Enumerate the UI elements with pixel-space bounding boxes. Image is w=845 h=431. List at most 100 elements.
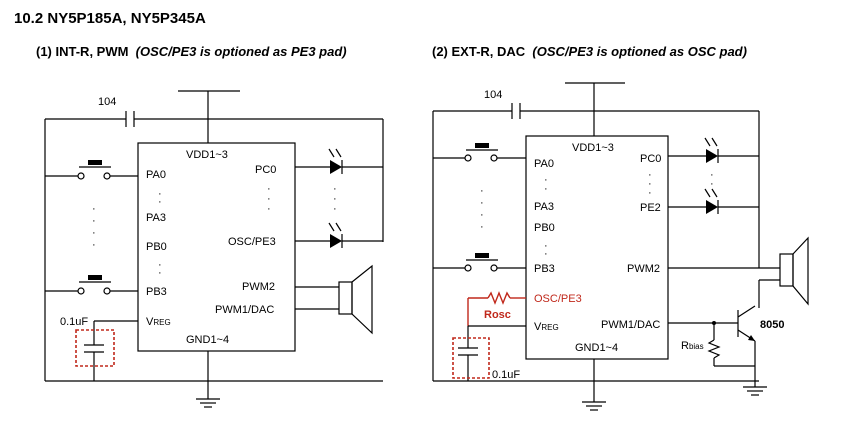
left-led-dots-b: ·	[333, 193, 337, 205]
right-led-dots-a: ·	[710, 169, 714, 181]
right-speaker-body	[779, 253, 794, 287]
right-pin-pwm2: PWM2	[627, 263, 660, 275]
right-cap-104-label: 104	[484, 89, 502, 101]
right-subtitle-main: (2) EXT-R, DAC	[432, 44, 526, 59]
right-pins-ellipsis-a: ·	[544, 174, 548, 186]
right-switch-dots-b: ·	[480, 197, 484, 209]
left-cap-vreg-highlight	[75, 329, 115, 367]
left-subtitle-main: (1) INT-R, PWM	[36, 44, 129, 59]
right-rbias-junction	[712, 321, 716, 325]
right-pin-vreg: VREG	[534, 321, 559, 333]
right-pins-ellipsis-e: ·	[648, 169, 652, 181]
left-pins-ellipsis-b: ·	[158, 196, 162, 208]
left-pin-pwm1-dac: PWM1/DAC	[215, 304, 274, 316]
left-pins-ellipsis-c: ·	[158, 259, 162, 271]
left-circuit: VDD1~3 GND1~4 PA0 PA3 PB0 PB3 VREG PC0 O…	[44, 90, 384, 408]
right-led1-rays	[704, 137, 718, 147]
right-pin-pc0: PC0	[640, 153, 661, 165]
right-pins-ellipsis-g: ·	[648, 187, 652, 199]
right-transistor-collector	[737, 305, 756, 318]
right-vdd-label: VDD1~3	[572, 142, 614, 154]
left-pin-osc-pe3: OSC/PE3	[228, 236, 276, 248]
right-pins-ellipsis-b: ·	[544, 183, 548, 195]
right-led2-triangle	[706, 200, 718, 214]
right-circuit: VDD1~3 GND1~4 PA0 PA3 PB0 PB3 OSC/PE3 VR…	[432, 82, 809, 411]
left-switch-pb3-cap	[88, 275, 102, 280]
left-led1-rays	[328, 148, 342, 158]
right-switch-pb3-cap	[475, 253, 489, 258]
left-speaker-body	[338, 281, 353, 315]
left-subtitle-note: (OSC/PE3 is optioned as PE3 pad)	[135, 44, 347, 59]
right-rosc-resistor	[487, 291, 511, 305]
right-switch-dots-d: ·	[480, 221, 484, 233]
left-subtitle: (1) INT-R, PWM (OSC/PE3 is optioned as P…	[36, 44, 347, 59]
right-led-dots-b: ·	[710, 178, 714, 190]
left-gnd-label: GND1~4	[186, 334, 229, 346]
left-pins-ellipsis-a: ·	[158, 188, 162, 200]
left-pin-pb3: PB3	[146, 286, 167, 298]
right-switch-pa0-node-b	[490, 154, 498, 162]
right-pins-ellipsis-c: ·	[544, 240, 548, 252]
right-pins-ellipsis-d: ·	[544, 248, 548, 260]
right-transistor-arrow	[748, 335, 755, 341]
left-switch-dots-b: ·	[92, 215, 96, 227]
left-pin-vreg: VREG	[146, 316, 171, 328]
left-switch-pa0-cap	[88, 160, 102, 165]
right-pin-pa0: PA0	[534, 158, 554, 170]
right-switch-dots-c: ·	[480, 209, 484, 221]
right-rbias-label: Rbias	[681, 340, 704, 352]
left-vdd-label: VDD1~3	[186, 149, 228, 161]
right-switch-pb3-node-a	[464, 264, 472, 272]
right-ic-box	[525, 135, 669, 360]
right-rbias-resistor	[707, 339, 721, 359]
left-pins-ellipsis-e: ·	[267, 183, 271, 195]
right-subtitle-note: (OSC/PE3 is optioned as OSC pad)	[532, 44, 747, 59]
left-pins-ellipsis-g: ·	[267, 203, 271, 215]
left-switch-pb3-node-a	[77, 287, 85, 295]
right-pin-pe2: PE2	[640, 202, 661, 214]
left-speaker-cone	[351, 264, 373, 335]
left-led-dots-a: ·	[333, 183, 337, 195]
right-pin-pwm1-dac: PWM1/DAC	[601, 319, 660, 331]
right-rosc-label: Rosc	[484, 309, 511, 321]
right-gnd-label: GND1~4	[575, 342, 618, 354]
right-pin-osc-pe3: OSC/PE3	[534, 293, 582, 305]
left-switch-dots-c: ·	[92, 227, 96, 239]
left-led2-triangle	[330, 234, 342, 248]
right-led1-triangle	[706, 149, 718, 163]
page-heading: 10.2 NY5P185A, NY5P345A	[14, 10, 206, 27]
left-switch-pa0-node-a	[77, 172, 85, 180]
left-cap-vreg-label: 0.1uF	[60, 316, 88, 328]
left-pins-ellipsis-d: ·	[158, 267, 162, 279]
right-pin-pb0: PB0	[534, 222, 555, 234]
right-switch-pa0-cap	[475, 143, 489, 148]
left-led1-triangle	[330, 160, 342, 174]
left-switch-dots-a: ·	[92, 203, 96, 215]
left-switch-dots-d: ·	[92, 239, 96, 251]
right-switch-pa0-node-a	[464, 154, 472, 162]
left-led2-rays	[328, 222, 342, 232]
right-speaker-cone	[792, 236, 809, 306]
left-cap-104-label: 104	[98, 96, 116, 108]
left-switch-pb3-node-b	[103, 287, 111, 295]
right-pin-pa3: PA3	[534, 201, 554, 213]
left-pin-pwm2: PWM2	[242, 281, 275, 293]
left-pin-pb0: PB0	[146, 241, 167, 253]
left-switch-pa0-node-b	[103, 172, 111, 180]
left-ic-box	[137, 142, 296, 352]
left-pin-pa0: PA0	[146, 169, 166, 181]
left-led-dots-c: ·	[333, 203, 337, 215]
left-pin-pc0: PC0	[255, 164, 276, 176]
left-pin-pa3: PA3	[146, 212, 166, 224]
right-switch-dots-a: ·	[480, 185, 484, 197]
right-cap-vreg-label: 0.1uF	[492, 369, 520, 381]
right-subtitle: (2) EXT-R, DAC (OSC/PE3 is optioned as O…	[432, 44, 747, 59]
right-transistor-label: 8050	[760, 319, 784, 331]
right-cap-vreg-highlight	[452, 337, 490, 379]
right-pins-ellipsis-f: ·	[648, 178, 652, 190]
right-switch-pb3-node-b	[490, 264, 498, 272]
right-led2-rays	[704, 188, 718, 198]
left-pins-ellipsis-f: ·	[267, 193, 271, 205]
right-pin-pb3: PB3	[534, 263, 555, 275]
